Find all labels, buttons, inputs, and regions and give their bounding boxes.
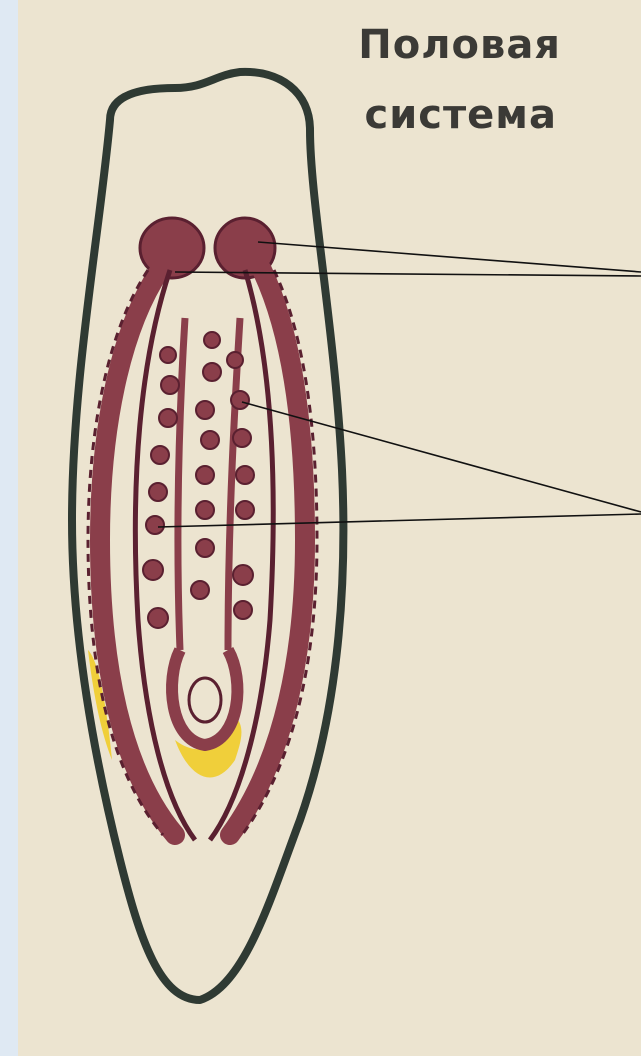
title-line-1: Половая [358, 22, 561, 68]
testis-follicle [203, 363, 221, 381]
testis-follicle [146, 516, 164, 534]
testis-follicle [149, 483, 167, 501]
testis-follicle [201, 431, 219, 449]
testis-follicle [204, 332, 220, 348]
title-line-2: система [365, 92, 557, 138]
testis-follicle [196, 466, 214, 484]
testis-follicle [231, 391, 249, 409]
testis-follicle [233, 565, 253, 585]
testis-follicle [196, 501, 214, 519]
testis-follicle [148, 608, 168, 628]
testis-follicle [161, 376, 179, 394]
genital-atrium [189, 678, 221, 722]
testis-follicle [234, 601, 252, 619]
testis-follicle [191, 581, 209, 599]
testis-follicle [227, 352, 243, 368]
sperm-duct-left [178, 318, 185, 650]
pointer-line-ovary [258, 242, 641, 272]
testis-follicle [196, 401, 214, 419]
testis-follicle [236, 501, 254, 519]
testis-follicle [151, 446, 169, 464]
testis-follicle [236, 466, 254, 484]
testis-follicle [143, 560, 163, 580]
testis-follicle [233, 429, 251, 447]
testis-follicle [160, 347, 176, 363]
testis-follicle [196, 539, 214, 557]
testis-follicle [159, 409, 177, 427]
